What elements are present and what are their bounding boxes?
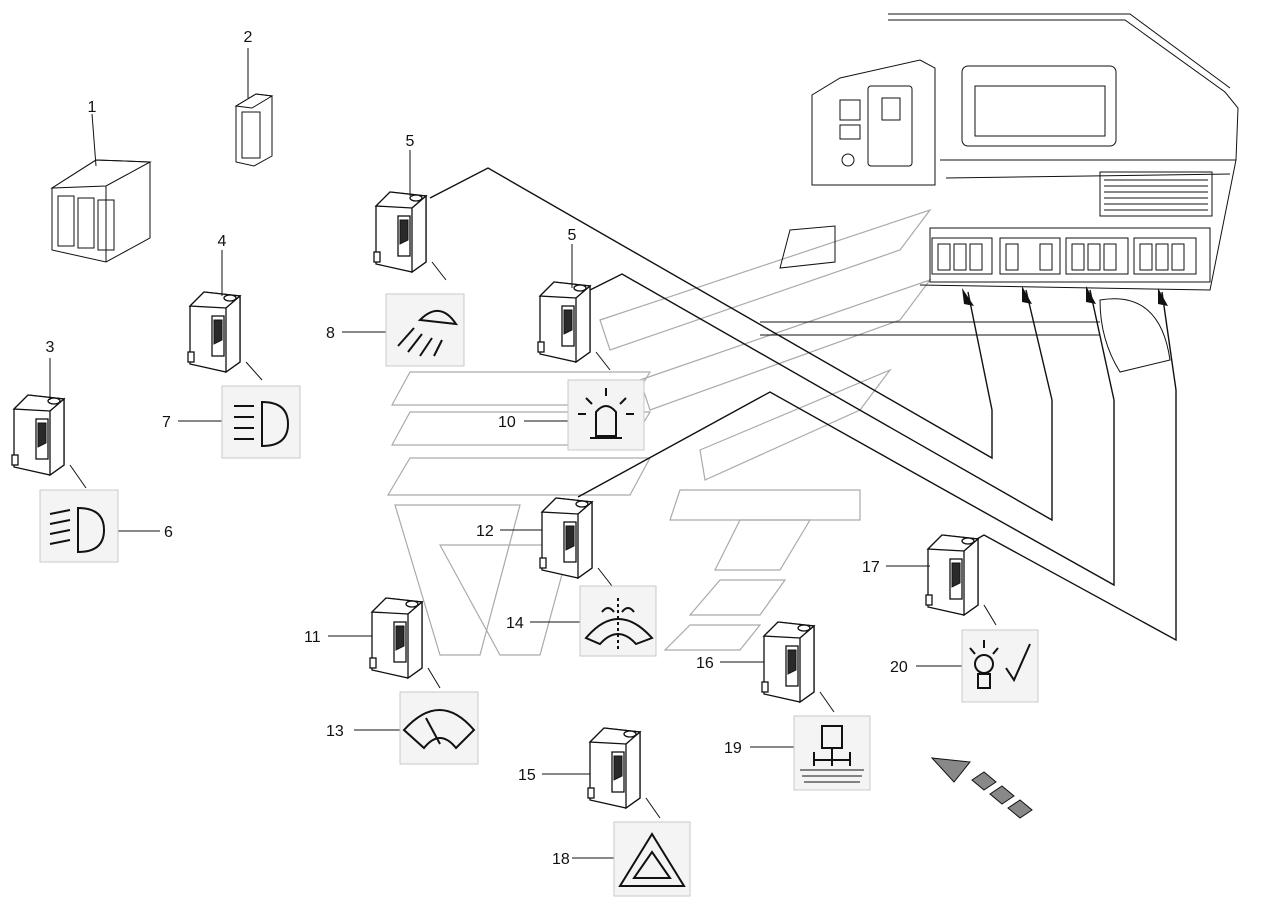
callout-18: 18 (552, 851, 570, 868)
callout-5b: 5 (568, 227, 577, 244)
callout-19: 19 (724, 740, 742, 757)
callout-10: 10 (498, 414, 516, 431)
air-vent (1104, 179, 1208, 211)
switch-frame (50, 159, 152, 263)
callout-15: 15 (518, 767, 536, 784)
callout-7: 7 (162, 414, 171, 431)
switch-15 (587, 727, 641, 809)
callout-11: 11 (304, 629, 321, 646)
implement-lift-icon (793, 715, 871, 791)
switch-bank (931, 237, 1197, 275)
callout-13: 13 (326, 723, 344, 740)
rotating-beacon-icon (567, 379, 645, 451)
watermark-logo (386, 208, 932, 656)
switch-11 (369, 597, 423, 679)
callout-1: 1 (88, 99, 97, 116)
callout-12: 12 (476, 523, 494, 540)
low-beam-headlight-icon (39, 489, 119, 563)
high-beam-headlight-icon (221, 385, 301, 459)
callout-2: 2 (244, 29, 253, 46)
switch-bezel (234, 93, 274, 167)
callout-20: 20 (890, 659, 908, 676)
rear-wiper-icon (399, 691, 479, 765)
direction-arrow (930, 757, 1033, 819)
callout-8: 8 (326, 325, 335, 342)
dashboard-console (760, 13, 1239, 373)
connector-lines (429, 167, 1177, 642)
callout-17: 17 (862, 559, 880, 576)
leader-lines (49, 150, 962, 859)
switch-to-icon-arrows (69, 261, 997, 819)
callout-6: 6 (164, 524, 173, 541)
lamp-test-icon (961, 629, 1039, 703)
callout-14: 14 (506, 615, 524, 632)
front-wiper-icon (579, 585, 657, 657)
switch-12 (539, 497, 593, 579)
switch-5a (373, 191, 427, 273)
callout-3: 3 (46, 339, 55, 356)
work-light-icon (385, 293, 465, 367)
switch-4 (187, 291, 241, 373)
switch-17 (925, 534, 979, 616)
switch-5b (537, 281, 591, 363)
callout-5a: 5 (406, 133, 415, 150)
callout-4: 4 (218, 233, 227, 250)
switch-16 (761, 621, 815, 703)
hazard-warning-icon (613, 821, 691, 897)
switch-3 (11, 394, 65, 476)
callout-16: 16 (696, 655, 714, 672)
